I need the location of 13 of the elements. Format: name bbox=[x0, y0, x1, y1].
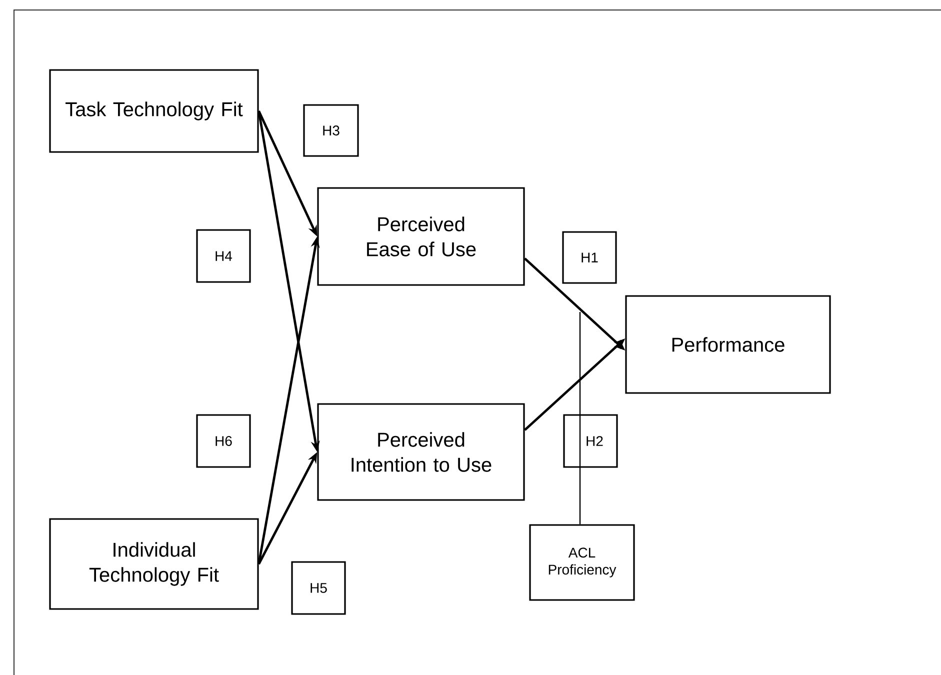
hypothesis-box: H6 bbox=[196, 414, 251, 468]
construct-box: Perceived Intention to Use bbox=[317, 403, 525, 501]
hypothesis-box: H4 bbox=[196, 229, 251, 283]
hypothesis-box: H1 bbox=[562, 231, 617, 284]
moderator-line bbox=[579, 312, 581, 524]
hypothesis-box: H3 bbox=[303, 104, 359, 157]
moderator-box: ACL Proficiency bbox=[529, 524, 635, 601]
construct-box: Perceived Ease of Use bbox=[317, 187, 525, 286]
construct-box: Individual Technology Fit bbox=[49, 518, 259, 610]
hypothesis-box: H5 bbox=[291, 561, 346, 615]
construct-box: Task Technology Fit bbox=[49, 69, 259, 153]
construct-box: Performance bbox=[625, 295, 831, 394]
hypothesis-box: H2 bbox=[563, 414, 618, 468]
